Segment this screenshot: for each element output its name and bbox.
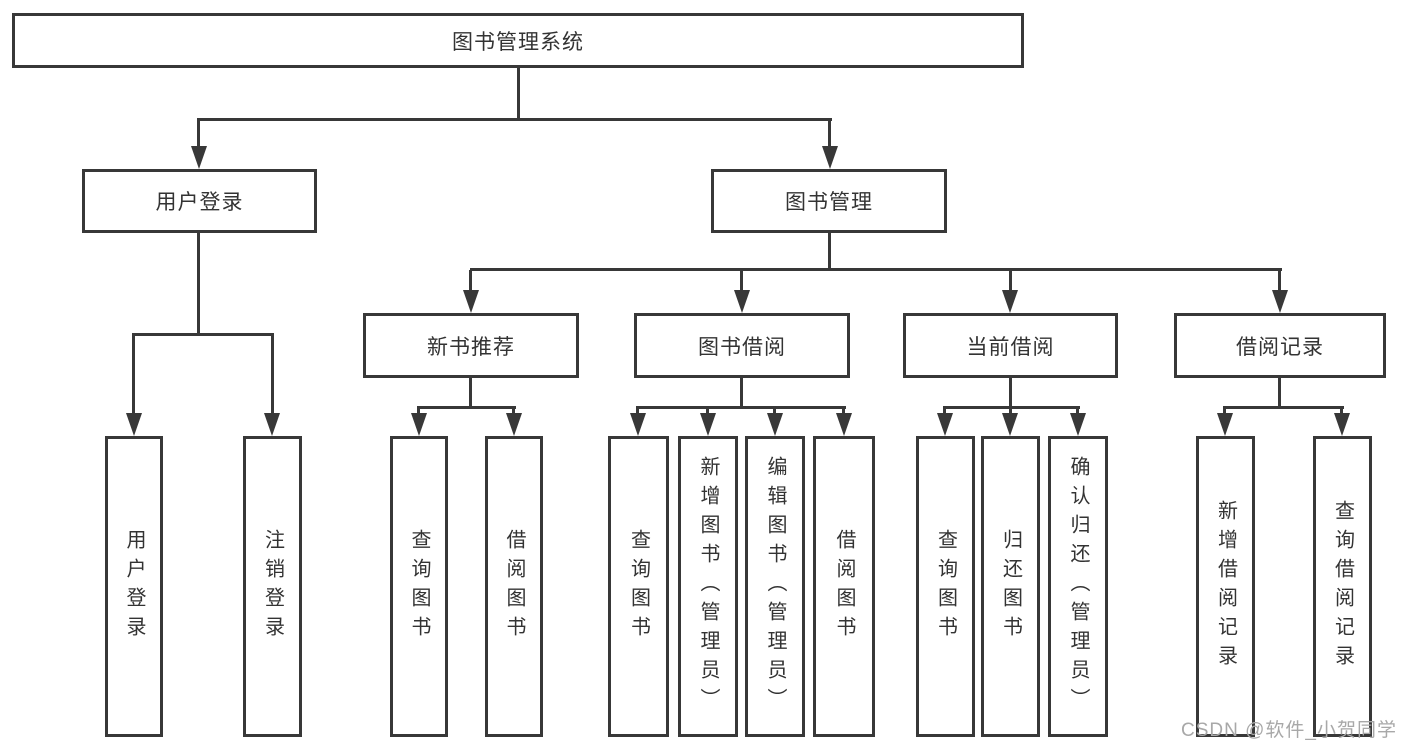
arrow-down-icon xyxy=(937,413,953,436)
leaf-add-borrow-record: 新增借阅记录 xyxy=(1196,436,1255,737)
leaf-label: 查询图书 xyxy=(934,528,957,645)
arrow-down-icon xyxy=(700,413,716,436)
connector-line xyxy=(1223,408,1226,416)
leaf-current-query-book: 查询图书 xyxy=(916,436,975,737)
connector-line xyxy=(1009,378,1012,409)
arrow-down-icon xyxy=(734,290,750,313)
node-label: 图书管理 xyxy=(785,191,873,214)
connector-line xyxy=(271,335,274,416)
node-label: 当前借阅 xyxy=(966,335,1055,359)
arrow-down-icon xyxy=(411,413,427,436)
node-new-book-recommend: 新书推荐 xyxy=(363,313,579,378)
connector-line xyxy=(1009,408,1012,416)
leaf-recommend-borrow-book: 借阅图书 xyxy=(485,436,543,737)
connector-line xyxy=(740,378,743,409)
node-current-borrow: 当前借阅 xyxy=(903,313,1118,378)
arrow-down-icon xyxy=(264,413,280,436)
leaf-query-borrow-record: 查询借阅记录 xyxy=(1313,436,1372,737)
connector-line xyxy=(1223,406,1344,409)
node-book-borrow: 图书借阅 xyxy=(634,313,850,378)
node-book-management: 图书管理 xyxy=(711,169,947,233)
node-root-system: 图书管理系统 xyxy=(12,13,1024,68)
arrow-down-icon xyxy=(1334,413,1350,436)
connector-line xyxy=(828,120,831,147)
leaf-label: 查询借阅记录 xyxy=(1331,499,1354,674)
leaf-edit-book-admin: 编辑图书（管理员） xyxy=(745,436,805,737)
node-label: 图书管理系统 xyxy=(452,30,584,54)
node-label: 图书借阅 xyxy=(698,335,786,359)
connector-line xyxy=(512,408,515,416)
connector-line xyxy=(773,408,776,416)
leaf-borrow-book: 借阅图书 xyxy=(813,436,875,737)
connector-line xyxy=(1009,270,1012,292)
leaf-label: 新增借阅记录 xyxy=(1214,499,1237,674)
arrow-down-icon xyxy=(1002,290,1018,313)
connector-line xyxy=(469,270,472,292)
connector-line xyxy=(706,408,709,416)
leaf-label: 新增图书（管理员） xyxy=(697,456,719,717)
connector-line xyxy=(469,378,472,409)
arrow-down-icon xyxy=(630,413,646,436)
connector-line xyxy=(132,333,274,336)
arrow-down-icon xyxy=(463,290,479,313)
leaf-label: 确认归还（管理员） xyxy=(1067,456,1089,717)
connector-line xyxy=(943,408,946,416)
leaf-label: 借阅图书 xyxy=(503,528,525,645)
node-label: 用户登录 xyxy=(155,191,244,214)
connector-line xyxy=(842,408,845,416)
connector-line xyxy=(636,406,846,409)
arrow-down-icon xyxy=(191,146,207,169)
leaf-user-login: 用户登录 xyxy=(105,436,163,737)
connector-line xyxy=(1278,378,1281,409)
leaf-add-book-admin: 新增图书（管理员） xyxy=(678,436,738,737)
arrow-down-icon xyxy=(1070,413,1086,436)
node-borrow-records: 借阅记录 xyxy=(1174,313,1386,378)
leaf-recommend-query-book: 查询图书 xyxy=(390,436,448,737)
connector-line xyxy=(1340,408,1343,416)
connector-line xyxy=(517,68,520,121)
connector-line xyxy=(132,335,135,416)
leaf-label: 编辑图书（管理员） xyxy=(764,456,786,717)
arrow-down-icon xyxy=(822,146,838,169)
connector-line xyxy=(1278,270,1281,292)
node-label: 新书推荐 xyxy=(427,335,515,359)
connector-line xyxy=(636,408,639,416)
leaf-logout: 注销登录 xyxy=(243,436,302,737)
connector-line xyxy=(417,408,420,416)
leaf-label: 借阅图书 xyxy=(833,528,855,645)
leaf-confirm-return-admin: 确认归还（管理员） xyxy=(1048,436,1108,737)
connector-line xyxy=(470,268,1282,271)
connector-line xyxy=(740,270,743,292)
arrow-down-icon xyxy=(767,413,783,436)
connector-line xyxy=(943,406,1080,409)
connector-line xyxy=(197,120,200,147)
watermark: CSDN @软件_小贺同学 xyxy=(1181,720,1397,741)
connector-line xyxy=(197,233,200,336)
leaf-label: 查询图书 xyxy=(408,528,430,645)
arrow-down-icon xyxy=(1002,413,1018,436)
connector-line xyxy=(197,118,832,121)
connector-line xyxy=(417,406,516,409)
arrow-down-icon xyxy=(1217,413,1233,436)
leaf-label: 查询图书 xyxy=(627,528,650,645)
connector-line xyxy=(828,233,831,271)
leaf-return-book: 归还图书 xyxy=(981,436,1040,737)
leaf-label: 用户登录 xyxy=(123,528,145,645)
arrow-down-icon xyxy=(126,413,142,436)
arrow-down-icon xyxy=(836,413,852,436)
node-label: 借阅记录 xyxy=(1236,335,1324,359)
arrow-down-icon xyxy=(1272,290,1288,313)
node-user-login: 用户登录 xyxy=(82,169,317,233)
connector-line xyxy=(1076,408,1079,416)
leaf-borrow-query-book: 查询图书 xyxy=(608,436,669,737)
leaf-label: 注销登录 xyxy=(261,528,284,645)
arrow-down-icon xyxy=(506,413,522,436)
leaf-label: 归还图书 xyxy=(999,528,1022,645)
